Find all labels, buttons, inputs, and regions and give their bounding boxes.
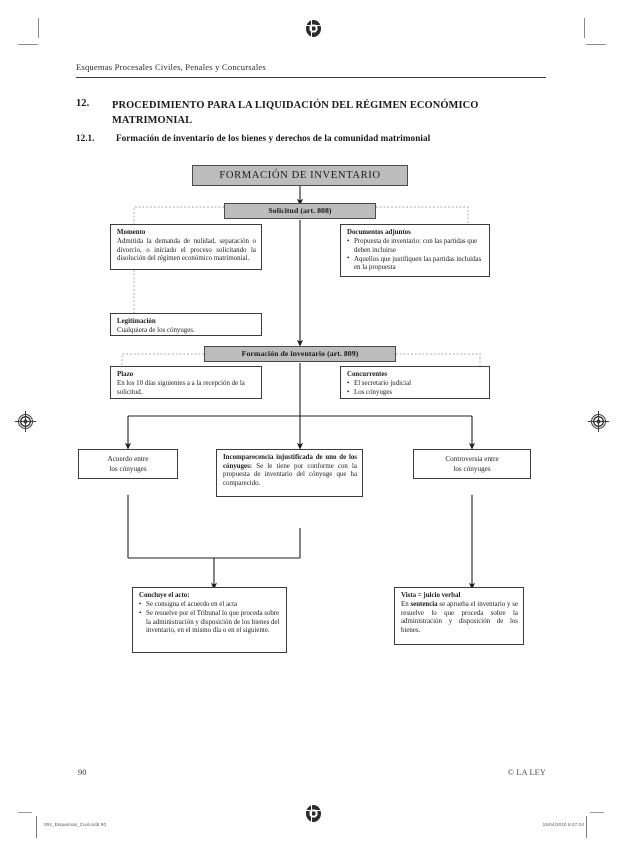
- registration-target-left: [15, 411, 36, 432]
- node-incomparecencia-body: Incomparecencia injustificada de uno de …: [217, 450, 362, 492]
- node-formacion-label: Formación de inventario (art. 809): [241, 349, 359, 358]
- node-concurrentes-list: El secretario judicial Los cónyuges: [347, 380, 484, 398]
- list-item: Los cónyuges: [347, 389, 484, 398]
- section-heading: 12. PROCEDIMIENTO PARA LA LIQUIDACIÓN DE…: [76, 98, 546, 128]
- crop-mark-top-right-vertical: [584, 18, 585, 38]
- node-legitimacion-text: Cualquiera de los cónyuges.: [117, 327, 195, 335]
- print-slug-filename: 004_Esquemas_Civil.indd 90: [44, 822, 107, 827]
- slug-bar-left: [36, 816, 37, 838]
- node-concurrentes-body: Concurrentes El secretario judicial Los …: [341, 367, 489, 402]
- node-vista-prefix: En: [401, 601, 411, 609]
- node-documentos-body: Documentos adjuntos Propuesta de inventa…: [341, 225, 489, 277]
- registration-target-top: [306, 20, 321, 37]
- node-concluye-body: Concluye el acto: Se consigna el acuerdo…: [133, 588, 286, 640]
- node-incomparecencia-title: Incomparecencia injustificada de uno de …: [223, 454, 357, 470]
- node-acuerdo-line1: Acuerdo entre: [107, 455, 149, 463]
- slug-rule-left: [18, 812, 32, 813]
- node-legitimacion: Legitimación Cualquiera de los cónyuges.: [110, 313, 262, 336]
- page-number: 90: [78, 768, 87, 777]
- flowchart-diagram: FORMACIÓN DE INVENTARIO Solicitud (art. …: [76, 158, 546, 698]
- node-momento: Momento Admitida la demanda de nulidad, …: [110, 224, 262, 270]
- node-concurrentes: Concurrentes El secretario judicial Los …: [340, 366, 490, 399]
- node-formacion-inventario-art-809: Formación de inventario (art. 809): [204, 346, 396, 362]
- node-legitimacion-body: Legitimación Cualquiera de los cónyuges.: [111, 314, 261, 340]
- list-item: Se resuelve por el Tribunal lo que proce…: [139, 610, 281, 636]
- slug-bar-right: [586, 816, 587, 838]
- node-controversia-entre-conyuges: Controversia entre los cónyuges: [413, 449, 531, 479]
- node-vista-title: Vista = juicio verbal: [401, 592, 461, 599]
- list-item: Se consigna el acuerdo en el acta: [139, 601, 281, 610]
- subsection-title: Formación de inventario de los bienes y …: [116, 133, 431, 143]
- node-concluye-el-acto: Concluye el acto: Se consigna el acuerdo…: [132, 587, 287, 653]
- node-solicitud-label: Solicitud (art. 808): [268, 206, 332, 215]
- node-controversia-line2: los cónyuges: [453, 465, 491, 473]
- node-concluye-list: Se consigna el acuerdo en el acta Se res…: [139, 601, 281, 636]
- node-formacion-de-inventario-title: FORMACIÓN DE INVENTARIO: [192, 165, 408, 186]
- node-momento-text: Admitida la demanda de nulidad, separaci…: [117, 238, 256, 263]
- registration-target-bottom: [306, 805, 321, 822]
- node-momento-title: Momento: [117, 229, 146, 236]
- subsection-heading: 12.1. Formación de inventario de los bie…: [76, 133, 546, 143]
- node-vista-body: Vista = juicio verbal En sentencia se ap…: [395, 588, 523, 639]
- node-controversia-line1: Controversia entre: [445, 455, 499, 463]
- node-incomparecencia-text: Se le tiene por conforme con la propuest…: [223, 462, 357, 487]
- node-legitimacion-title: Legitimación: [117, 318, 156, 325]
- node-concluye-title: Concluye el acto:: [139, 592, 190, 599]
- node-documentos-list: Propuesta de inventario: con las partida…: [347, 238, 484, 273]
- node-momento-body: Momento Admitida la demanda de nulidad, …: [111, 225, 261, 268]
- node-vista-emphasis: sentencia: [410, 601, 438, 609]
- node-documentos-title: Documentos adjuntos: [347, 229, 411, 236]
- copyright-notice: © LA LEY: [507, 768, 546, 777]
- node-documentos-adjuntos: Documentos adjuntos Propuesta de inventa…: [340, 224, 490, 277]
- section-title: PROCEDIMIENTO PARA LA LIQUIDACIÓN DEL RÉ…: [112, 100, 479, 126]
- registration-target-right: [588, 411, 609, 432]
- header-rule: [76, 77, 546, 78]
- list-item: Propuesta de inventario: con las partida…: [347, 238, 484, 255]
- node-solicitud-art-808: Solicitud (art. 808): [224, 203, 376, 219]
- node-plazo-body: Plazo En los 10 días siguientes a a la r…: [111, 367, 261, 401]
- node-vista-text: se aprueba el inventario y se resuelve l…: [401, 601, 518, 634]
- node-plazo: Plazo En los 10 días siguientes a a la r…: [110, 366, 262, 399]
- node-plazo-title: Plazo: [117, 371, 134, 378]
- running-head: Esquemas Procesales Civiles, Penales y C…: [76, 62, 266, 72]
- node-vista-juicio-verbal: Vista = juicio verbal En sentencia se ap…: [394, 587, 524, 645]
- section-number: 12.: [76, 98, 90, 109]
- crop-mark-top-right-horizontal: [586, 44, 606, 45]
- crop-mark-top-left-horizontal: [18, 44, 38, 45]
- node-acuerdo-line2: los cónyuges: [109, 465, 147, 473]
- slug-rule-right: [590, 812, 604, 813]
- node-acuerdo-body: Acuerdo entre los cónyuges: [79, 450, 177, 478]
- print-slug-timestamp: 15/04/2010 8:47:04: [542, 822, 584, 827]
- node-controversia-body: Controversia entre los cónyuges: [414, 450, 530, 478]
- crop-mark-top-left-vertical: [38, 18, 39, 38]
- node-title-text: FORMACIÓN DE INVENTARIO: [219, 170, 381, 181]
- node-concurrentes-title: Concurrentes: [347, 371, 388, 378]
- subsection-number: 12.1.: [76, 133, 95, 143]
- node-incomparecencia-injustificada: Incomparecencia injustificada de uno de …: [216, 449, 363, 497]
- node-plazo-text: En los 10 días siguientes a a la recepci…: [117, 380, 245, 396]
- list-item: El secretario judicial: [347, 380, 484, 389]
- node-acuerdo-entre-conyuges: Acuerdo entre los cónyuges: [78, 449, 178, 479]
- list-item: Aquellos que justifiquen las partidas in…: [347, 255, 484, 273]
